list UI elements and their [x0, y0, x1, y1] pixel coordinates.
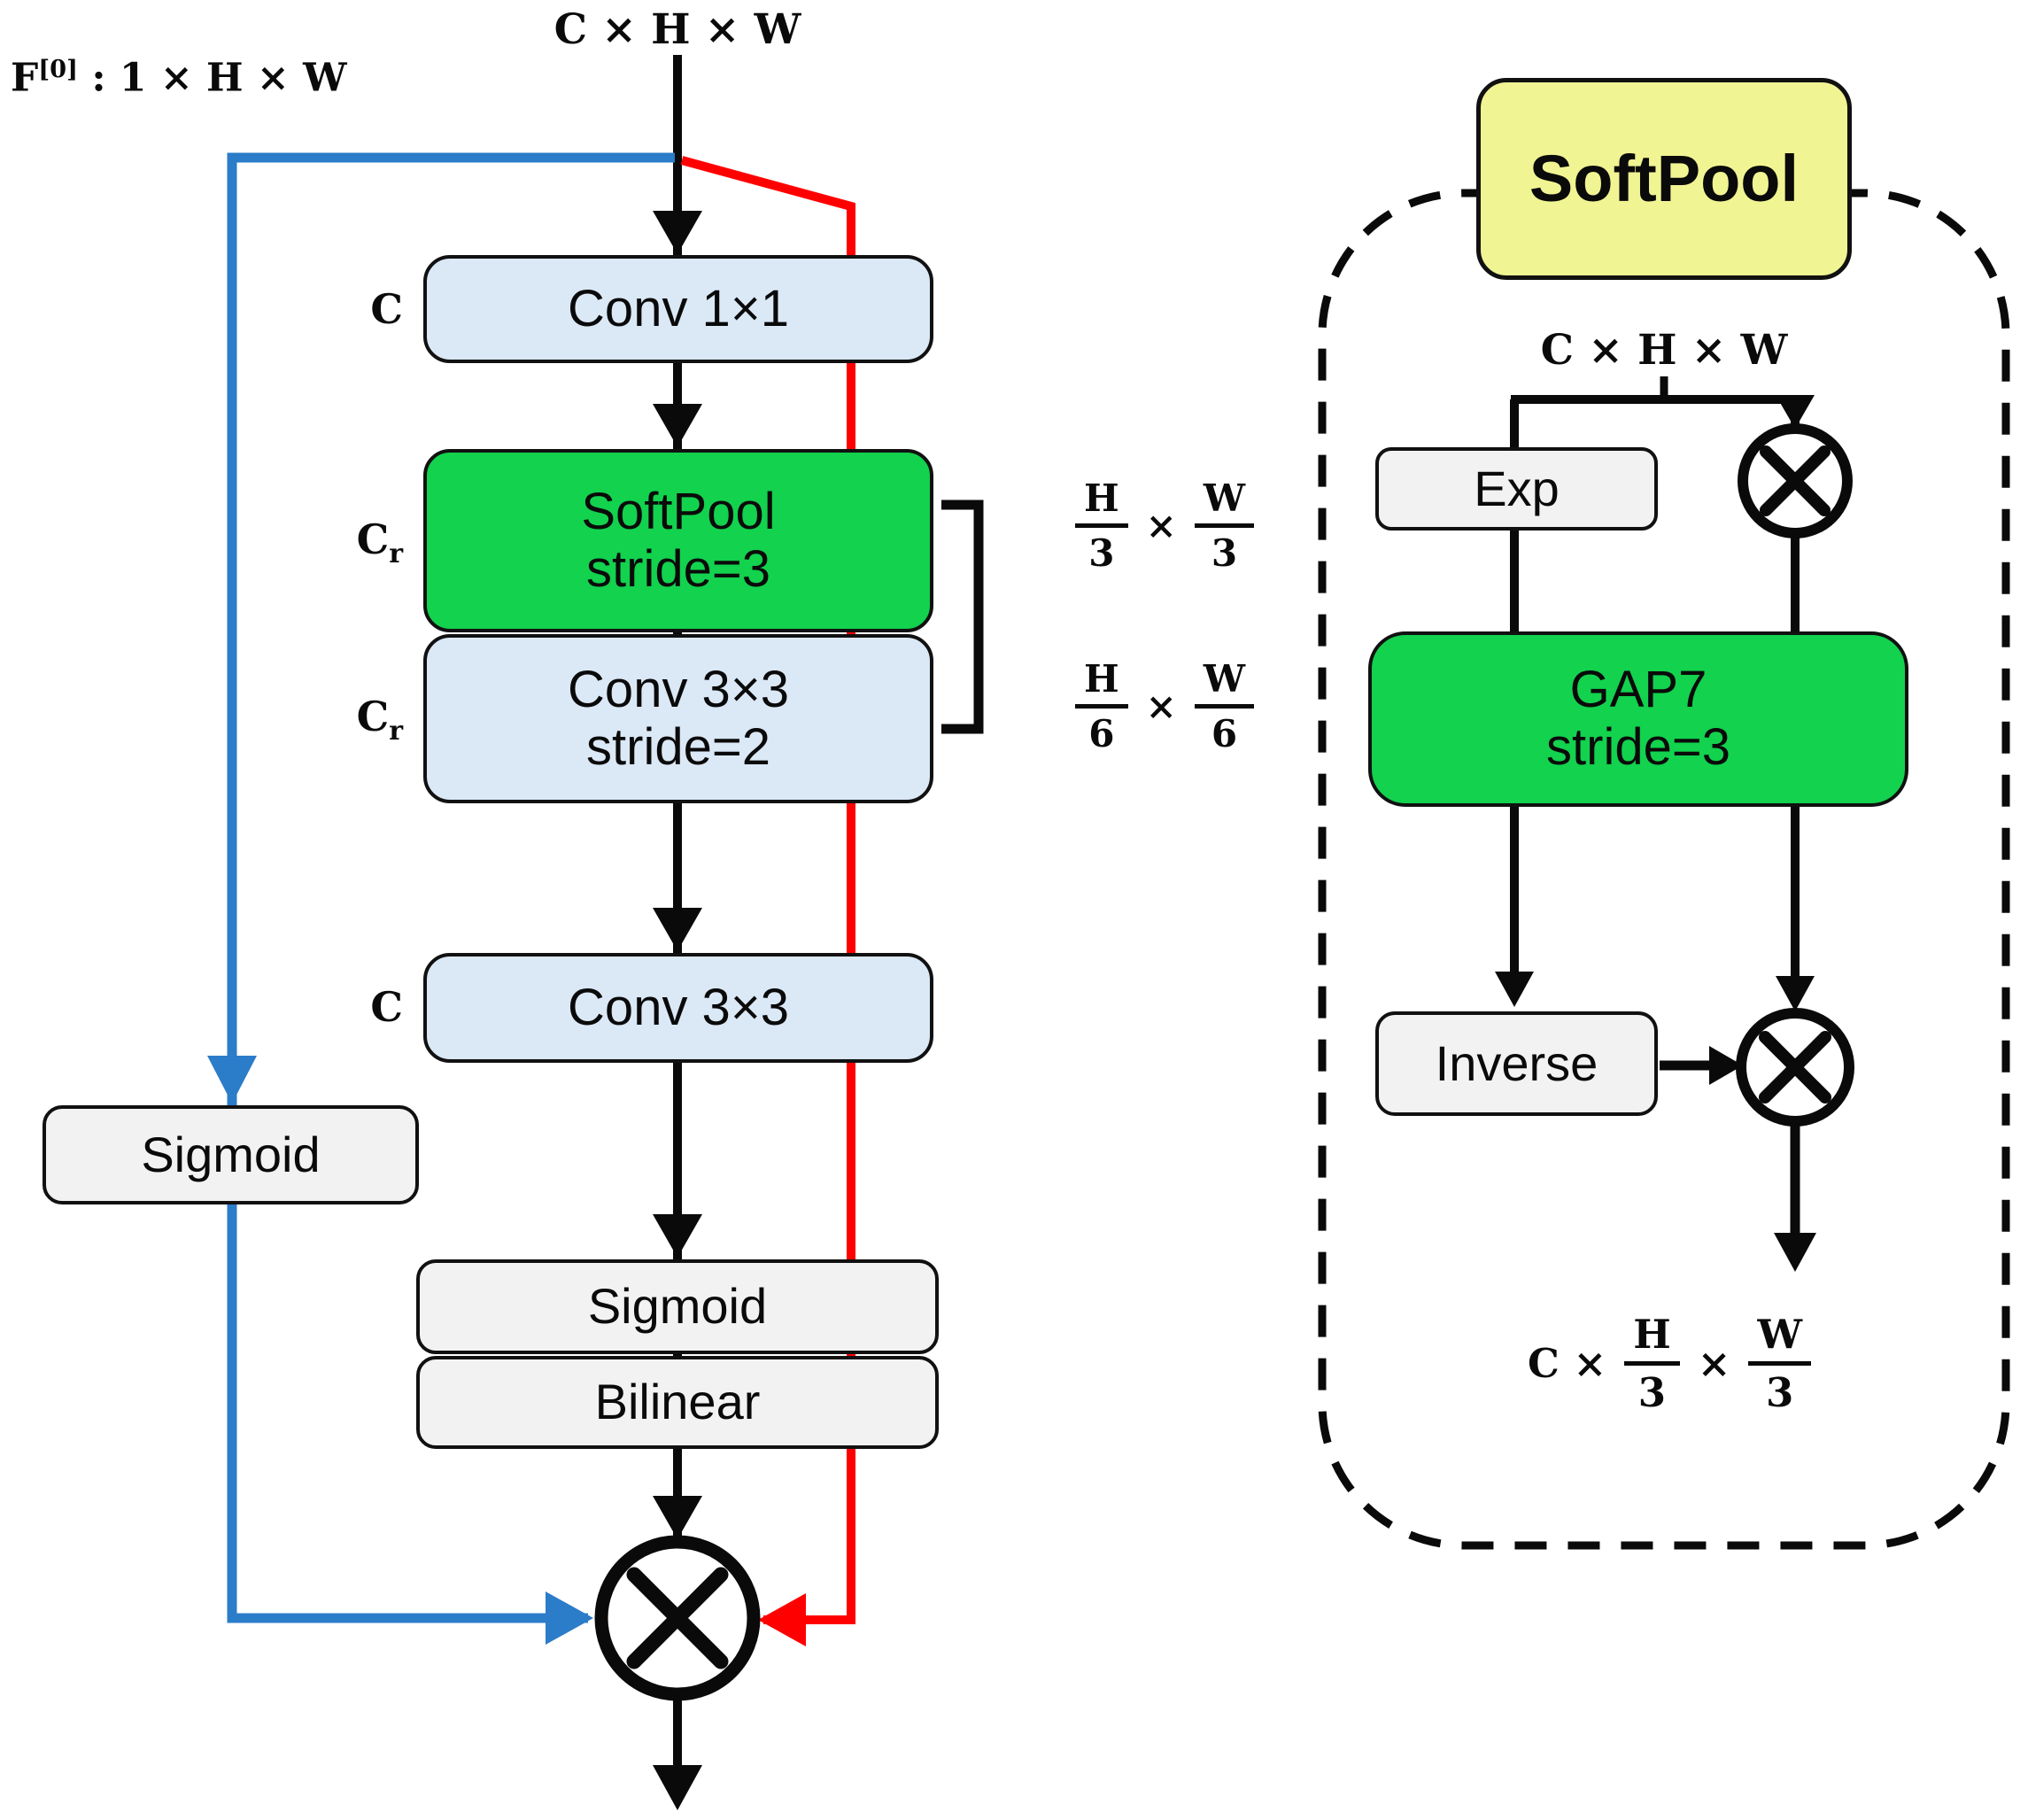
blue-arrowhead-right: [546, 1592, 593, 1645]
block-label: Conv 1×1: [568, 279, 789, 337]
block-inverse: Inverse: [1375, 1011, 1658, 1116]
arrowhead-inverse-multiply: [1709, 1046, 1743, 1085]
block-label: Bilinear: [594, 1374, 761, 1430]
softpool-detail-title: SoftPool: [1476, 78, 1852, 280]
multiply-x-stroke: [626, 1567, 729, 1669]
channel-label-conv3x3: C: [370, 983, 403, 1031]
size-bracket: [941, 500, 984, 734]
arrowhead-into-conv3x3: [653, 908, 702, 951]
block-softpool: SoftPool stride=3: [423, 449, 933, 632]
block-conv3x3: Conv 3×3: [423, 953, 933, 1063]
multiply-x-stroke: [1759, 1031, 1831, 1104]
block-gap7: GAP7 stride=3: [1368, 631, 1908, 807]
output-arrowhead-left: [653, 1765, 702, 1810]
block-sigmoid-main: Sigmoid: [416, 1259, 939, 1354]
block-label: Conv 3×3: [568, 660, 789, 718]
channel-label-conv1x1: C: [370, 285, 403, 333]
block-label: Conv 3×3: [568, 978, 789, 1036]
block-bilinear: Bilinear: [416, 1356, 939, 1449]
block-label: Inverse: [1435, 1034, 1598, 1091]
input-dim-label: C × H × W: [553, 5, 801, 54]
arrowhead-into-inverse: [1495, 972, 1534, 1007]
skip-feature-label: F[0] : 1 × H × W: [11, 55, 347, 101]
blue-arrowhead-down: [207, 1056, 257, 1104]
red-arrowhead: [758, 1593, 806, 1646]
arrowhead-into-multiply: [653, 1496, 702, 1539]
block-exp: Exp: [1375, 447, 1658, 531]
block-label: Sigmoid: [141, 1126, 321, 1182]
arrowhead-into-bottom-multiply: [1776, 976, 1815, 1011]
multiply-x-stroke: [1760, 445, 1831, 516]
channel-label-conv3x3s2: Cr: [356, 693, 403, 747]
arrowhead-into-softpool: [653, 404, 702, 447]
blue-skip-line: [227, 152, 675, 1623]
block-label: Exp: [1474, 460, 1560, 516]
channel-label-softpool: Cr: [356, 515, 403, 570]
red-skip-line: [680, 156, 855, 1624]
arrowhead-into-conv1x1: [653, 211, 702, 254]
title-text: SoftPool: [1529, 141, 1800, 215]
arrowhead-into-top-multiply: [1776, 395, 1815, 429]
block-conv3x3-stride2: Conv 3×3 stride=2: [423, 634, 933, 803]
block-label: GAP7: [1569, 661, 1707, 719]
output-arrowhead-right: [1774, 1233, 1816, 1272]
block-sublabel: stride=2: [586, 717, 770, 776]
block-conv1x1: Conv 1×1: [423, 255, 933, 363]
arrowhead-into-sigmoid: [653, 1214, 702, 1258]
block-label: SoftPool: [581, 482, 776, 540]
block-sublabel: stride=3: [1546, 718, 1730, 776]
block-label: Sigmoid: [587, 1278, 768, 1335]
right-input-dim-label: C × H × W: [1540, 326, 1788, 375]
block-sublabel: stride=3: [586, 539, 770, 598]
block-sigmoid-branch: Sigmoid: [43, 1105, 419, 1204]
